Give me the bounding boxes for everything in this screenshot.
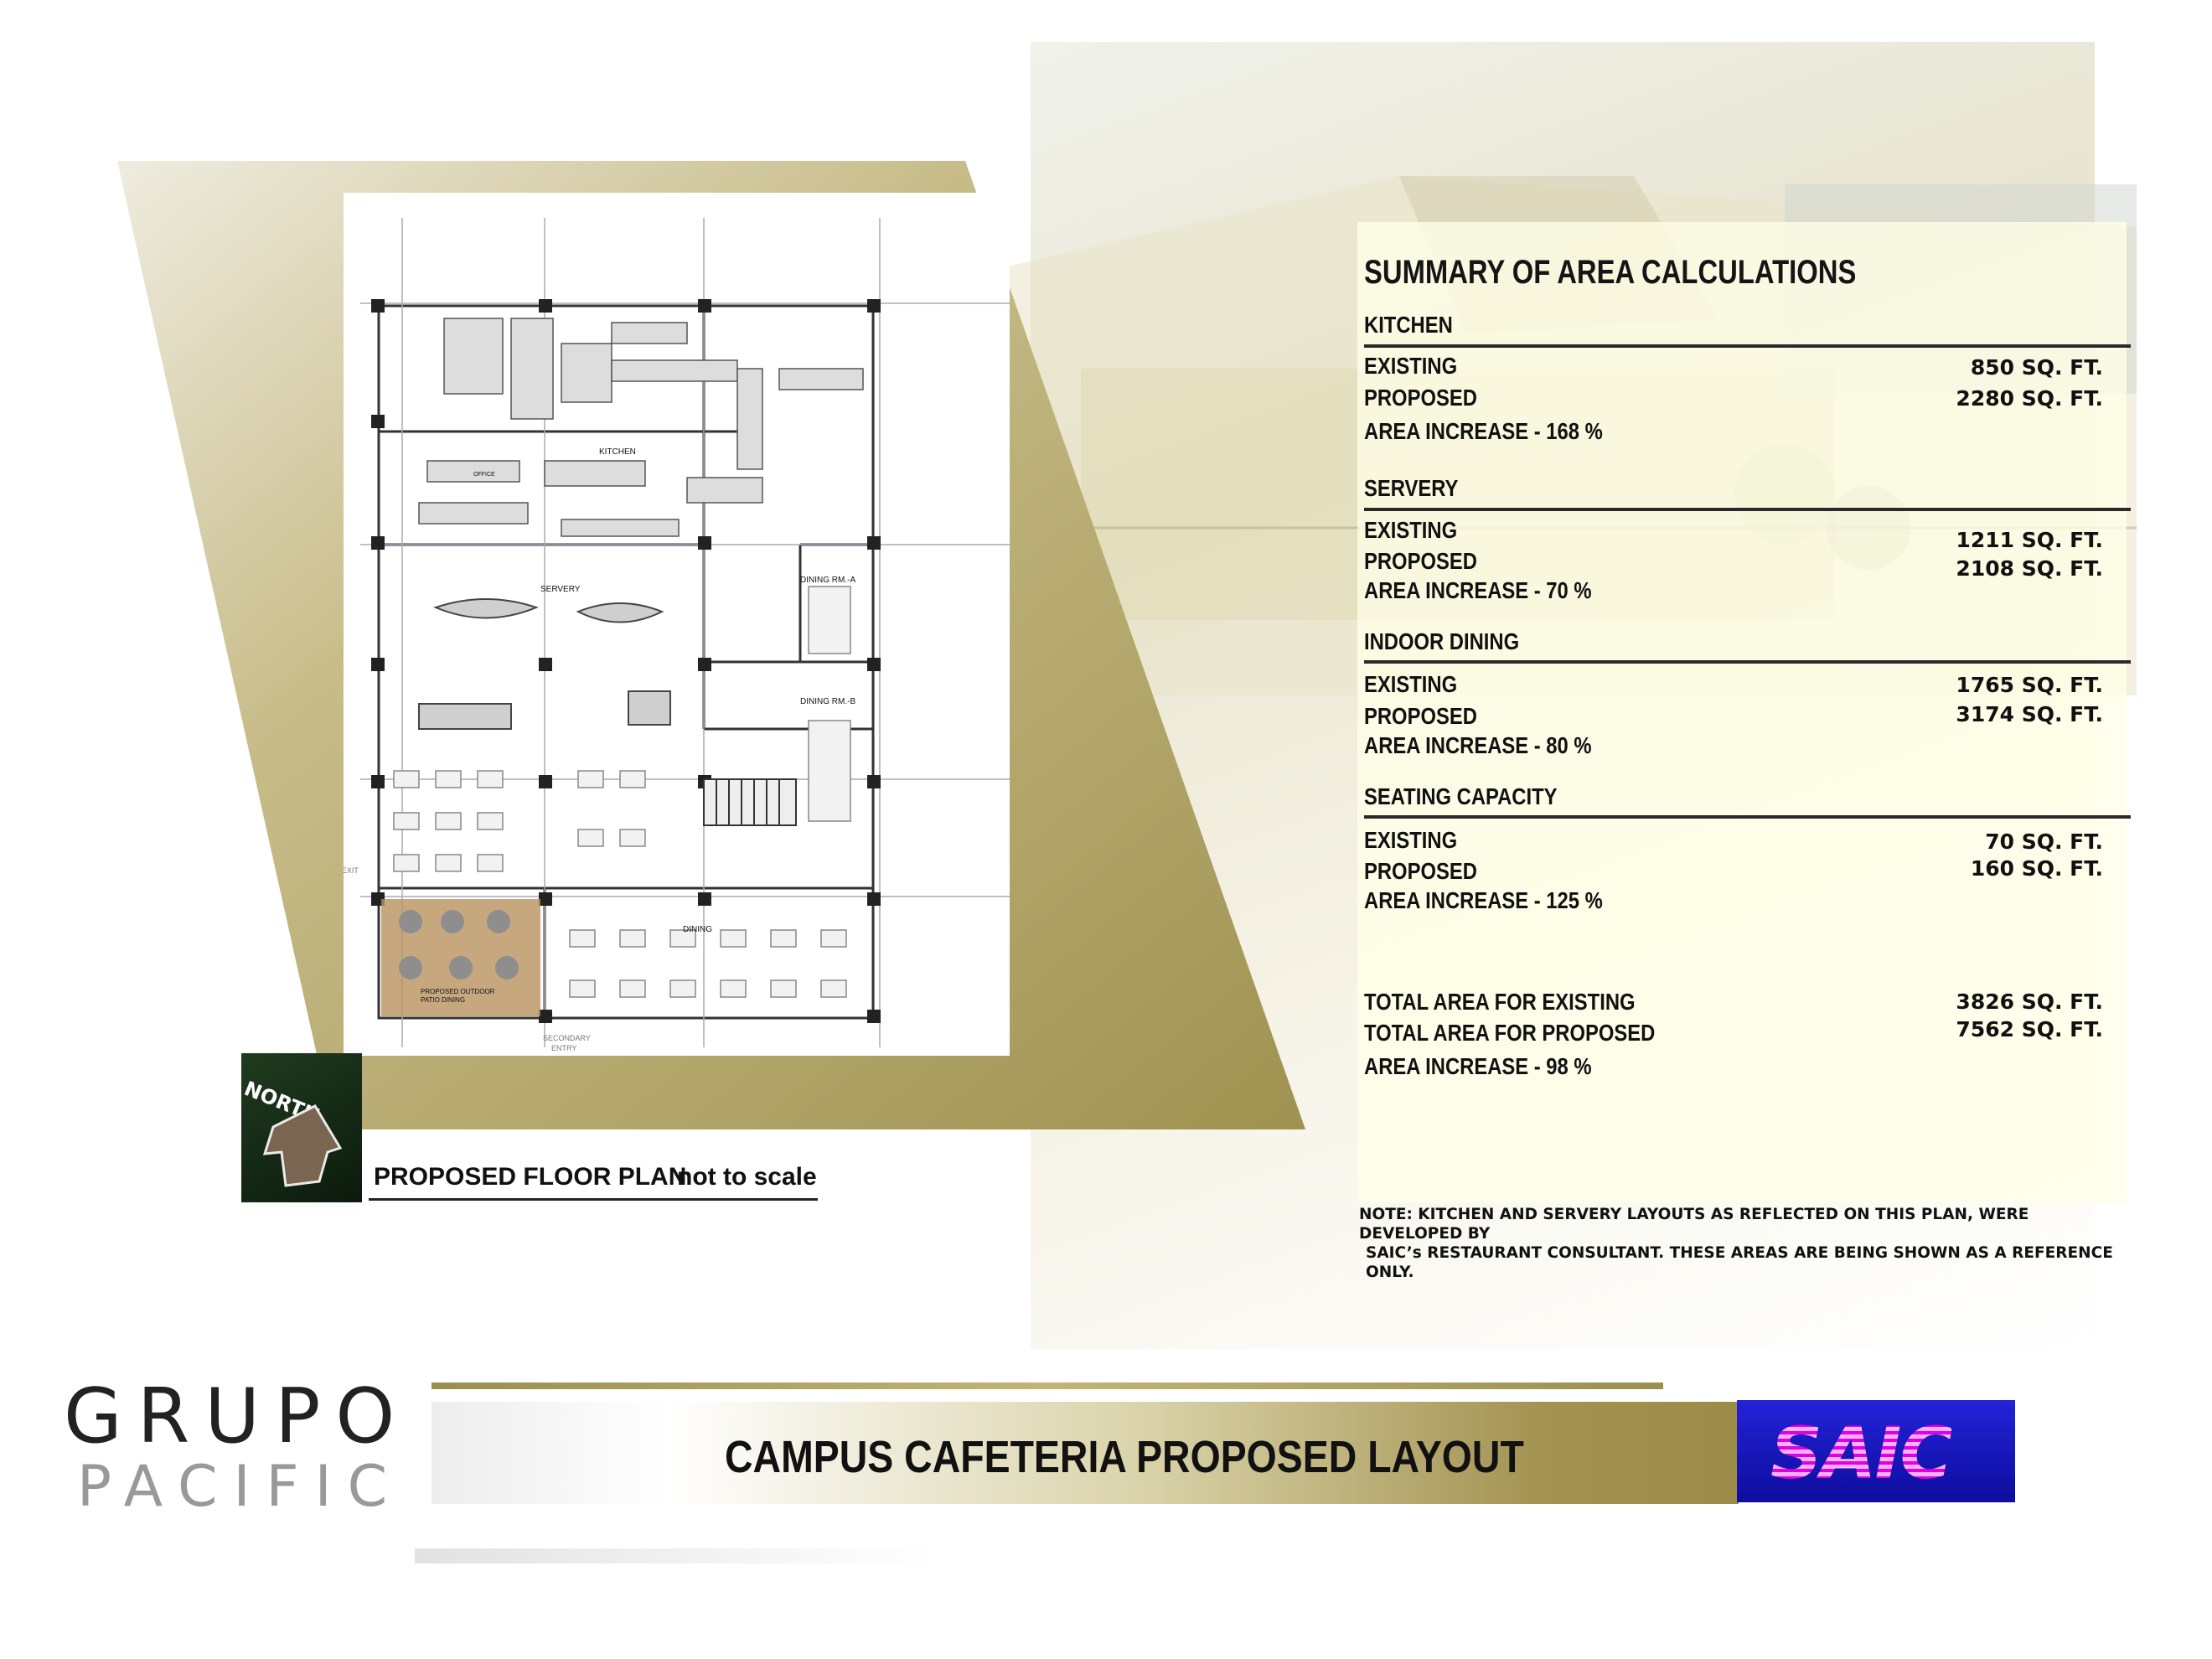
proposed-label: PROPOSED — [1364, 385, 1477, 411]
label-dining-b: DINING RM.-B — [800, 697, 855, 706]
client-logo-text: SAIC — [1770, 1412, 1953, 1496]
total-proposed-label: TOTAL AREA FOR PROPOSED — [1364, 1020, 1656, 1046]
title-strip — [432, 1382, 1663, 1389]
scale-note: not to scale — [677, 1163, 817, 1191]
section-heading-servery: SERVERY — [1364, 475, 1459, 501]
section-rule — [1364, 508, 2131, 511]
existing-value: 1211 SQ. FT. — [1956, 528, 2103, 552]
section-rule — [1364, 344, 2131, 348]
label-secondary-2: ENTRY — [551, 1044, 576, 1052]
label-patio-1: PROPOSED OUTDOOR — [421, 988, 495, 995]
label-dining-a: DINING RM.-A — [800, 576, 855, 585]
label-patio-2: PATIO DINING — [421, 996, 465, 1004]
proposed-value: 2280 SQ. FT. — [1956, 386, 2103, 411]
proposed-value: 160 SQ. FT. — [1970, 856, 2103, 881]
existing-label: EXISTING — [1364, 353, 1458, 379]
north-arrow-icon — [262, 1104, 343, 1187]
title-bar — [432, 1402, 1739, 1504]
label-dining: DINING — [683, 925, 712, 934]
existing-label: EXISTING — [1364, 517, 1458, 543]
summary-panel — [1357, 222, 2127, 1202]
client-logo: SAIC — [1737, 1400, 2015, 1502]
title-underline — [369, 1198, 818, 1201]
existing-value: 1765 SQ. FT. — [1956, 673, 2103, 697]
existing-label: EXISTING — [1364, 827, 1458, 853]
floor-plan-title: PROPOSED FLOOR PLAN — [374, 1163, 687, 1191]
existing-value: 850 SQ. FT. — [1970, 355, 2103, 380]
proposed-value: 3174 SQ. FT. — [1956, 702, 2103, 726]
section-heading-seating: SEATING CAPACITY — [1364, 783, 1558, 809]
area-increase: AREA INCREASE - 168 % — [1364, 418, 1603, 444]
summary-title: SUMMARY OF AREA CALCULATIONS — [1364, 254, 1857, 291]
note-line-1: NOTE: KITCHEN AND SERVERY LAYOUTS AS REF… — [1359, 1206, 2029, 1243]
proposed-value: 2108 SQ. FT. — [1956, 556, 2103, 581]
existing-value: 70 SQ. FT. — [1985, 830, 2103, 854]
proposed-label: PROPOSED — [1364, 858, 1477, 884]
label-servery: SERVERY — [540, 585, 581, 594]
existing-label: EXISTING — [1364, 671, 1458, 697]
section-rule — [1364, 815, 2131, 819]
disclaimer-note: NOTE: KITCHEN AND SERVERY LAYOUTS AS REF… — [1359, 1205, 2130, 1282]
section-rule — [1364, 660, 2131, 664]
label-kitchen: KITCHEN — [599, 447, 636, 457]
north-badge: NORTH — [241, 1053, 362, 1202]
title-shadow — [415, 1548, 934, 1563]
label-office: OFFICE — [473, 472, 495, 478]
total-existing-value: 3826 SQ. FT. — [1956, 990, 2103, 1014]
company-logo-bottom: PACIFIC — [77, 1454, 404, 1520]
proposed-label: PROPOSED — [1364, 703, 1477, 729]
label-secondary-1: SECONDARY — [543, 1034, 591, 1042]
proposed-label: PROPOSED — [1364, 548, 1477, 574]
total-area-increase: AREA INCREASE - 98 % — [1364, 1053, 1592, 1079]
label-entry-exit: ENTRY/EXIT — [344, 866, 359, 875]
company-logo-top: GRUPO — [64, 1372, 411, 1460]
total-proposed-value: 7562 SQ. FT. — [1956, 1017, 2103, 1041]
area-increase: AREA INCREASE - 80 % — [1364, 732, 1592, 758]
area-increase: AREA INCREASE - 70 % — [1364, 577, 1592, 603]
note-line-2: SAIC’s RESTAURANT CONSULTANT. THESE AREA… — [1366, 1244, 2113, 1281]
section-heading-indoor-dining: INDOOR DINING — [1364, 628, 1520, 654]
section-heading-kitchen: KITCHEN — [1364, 312, 1453, 338]
floor-plan-drawing: KITCHEN SERVERY DINING DINING RM.-A DINI… — [344, 218, 1010, 1052]
area-increase: AREA INCREASE - 125 % — [1364, 887, 1603, 913]
total-existing-label: TOTAL AREA FOR EXISTING — [1364, 989, 1636, 1015]
sheet-title: CAMPUS CAFETERIA PROPOSED LAYOUT — [725, 1432, 1524, 1482]
